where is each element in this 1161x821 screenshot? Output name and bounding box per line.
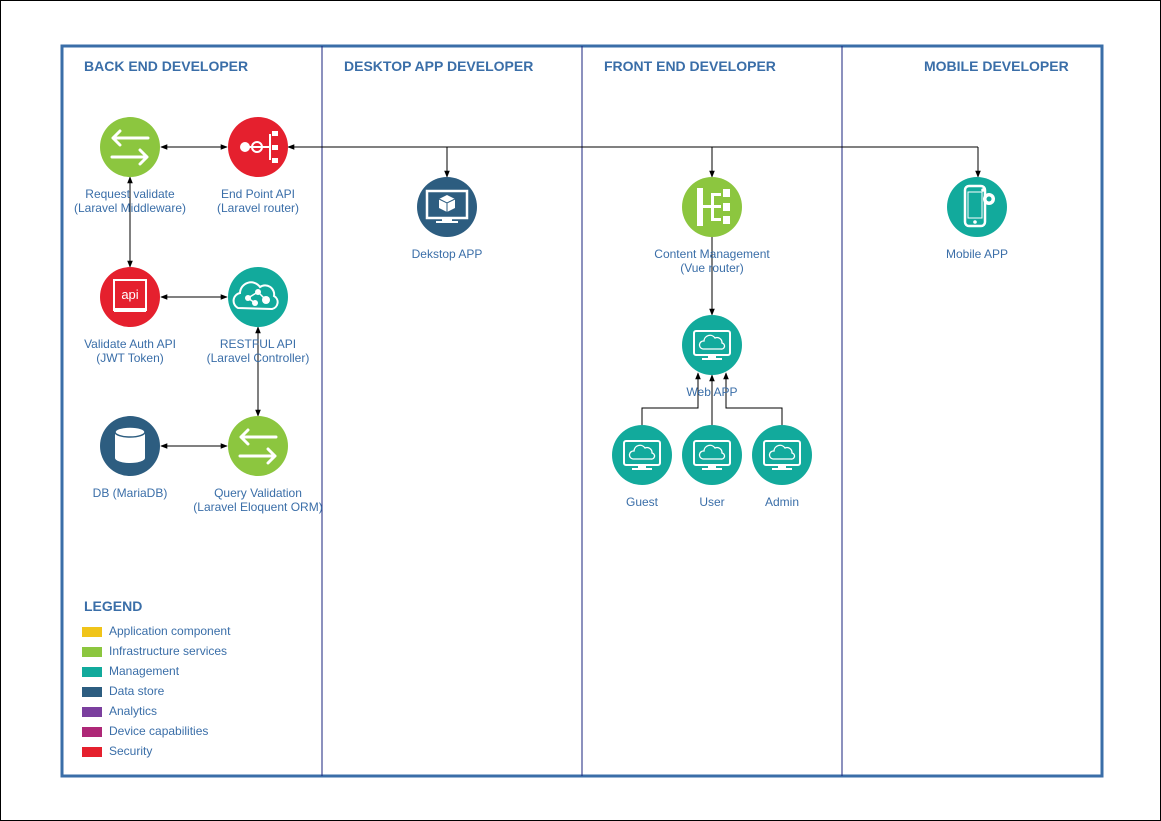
restful-api-node[interactable] — [228, 267, 288, 327]
legend-swatch — [82, 647, 102, 657]
legend-title: LEGEND — [84, 598, 143, 614]
request-validate-node[interactable] — [100, 117, 160, 177]
restful-api-label: RESTFUL API (Laravel Controller) — [178, 337, 338, 365]
nodes: api — [100, 117, 1007, 485]
validate-auth-api-node[interactable]: api — [100, 267, 160, 327]
mobile-gear-icon — [963, 184, 995, 228]
legend-swatch — [82, 747, 102, 757]
router-icon — [240, 131, 278, 163]
web-app-label: Web APP — [672, 385, 752, 399]
lane-title-front-end: FRONT END DEVELOPER — [604, 58, 776, 74]
admin-label-line1: Admin — [764, 495, 799, 509]
web-app-node[interactable] — [682, 315, 742, 375]
database-icon — [114, 426, 146, 463]
restful-api-label-line1: RESTFUL API — [219, 337, 297, 351]
arrows-exchange-icon — [110, 129, 150, 166]
legend-swatch — [82, 667, 102, 677]
legend-swatch — [82, 727, 102, 737]
hierarchy-icon — [697, 188, 730, 226]
restful-api-label-line2: (Laravel Controller) — [206, 351, 310, 365]
mobile-app-label: Mobile APP — [897, 247, 1057, 261]
validate-auth-api-label-line1: Validate Auth API — [84, 337, 176, 351]
connector-admin-webapp — [723, 372, 783, 425]
api-icon-text: api — [121, 287, 138, 302]
desktop-box-icon — [425, 189, 469, 223]
web-app-label-line1: Web APP — [686, 385, 738, 399]
guest-node[interactable] — [612, 425, 672, 485]
legend-swatch — [82, 627, 102, 637]
desktop-app-label-line1: Dekstop APP — [411, 247, 483, 261]
admin-label: Admin — [742, 495, 822, 509]
db-label: DB (MariaDB) — [50, 486, 210, 500]
guest-label: Guest — [602, 495, 682, 509]
legend-label: Analytics — [109, 704, 158, 718]
arrows-exchange-icon — [238, 428, 278, 465]
query-validation-label-line2: (Laravel Eloquent ORM) — [193, 500, 323, 514]
connector-guest-webapp — [641, 372, 701, 425]
cloud-monitor-icon — [693, 330, 731, 360]
legend-label: Infrastructure services — [109, 644, 228, 658]
end-point-api-label-line2: (Laravel router) — [216, 201, 300, 215]
db-label-line1: DB (MariaDB) — [92, 486, 168, 500]
guest-label-line1: Guest — [625, 495, 658, 509]
content-management-label-line2: (Vue router) — [680, 261, 744, 275]
cloud-monitor-icon — [623, 440, 661, 470]
db-node[interactable] — [100, 416, 160, 476]
connectors — [127, 144, 981, 449]
legend-label: Application component — [109, 624, 231, 638]
api-book-icon: api — [113, 279, 147, 312]
cloud-network-icon — [232, 281, 279, 311]
end-point-api-label-line1: End Point API — [220, 187, 296, 201]
mobile-app-label-line1: Mobile APP — [945, 247, 1009, 261]
validate-auth-api-label-line2: (JWT Token) — [96, 351, 164, 365]
content-management-label: Content Management (Vue router) — [632, 247, 792, 275]
query-validation-label-line1: Query Validation — [214, 486, 302, 500]
cloud-monitor-icon — [693, 440, 731, 470]
legend-label: Device capabilities — [109, 724, 209, 738]
user-label: User — [672, 495, 752, 509]
admin-node[interactable] — [752, 425, 812, 485]
content-management-node[interactable] — [682, 177, 742, 237]
desktop-app-label: Dekstop APP — [367, 247, 527, 261]
legend-label: Data store — [109, 684, 165, 698]
lane-title-desktop-app: DESKTOP APP DEVELOPER — [344, 58, 534, 74]
content-management-label-line1: Content Management — [654, 247, 770, 261]
query-validation-label: Query Validation (Laravel Eloquent ORM) — [178, 486, 338, 514]
request-validate-label-line1: Request validate — [85, 187, 175, 201]
legend-label: Management — [109, 664, 180, 678]
end-point-api-label: End Point API (Laravel router) — [178, 187, 338, 215]
desktop-app-node[interactable] — [417, 177, 477, 237]
mobile-app-node[interactable] — [947, 177, 1007, 237]
cloud-monitor-icon — [763, 440, 801, 470]
legend-swatch — [82, 687, 102, 697]
user-node[interactable] — [682, 425, 742, 485]
query-validation-node[interactable] — [228, 416, 288, 476]
lane-title-mobile: MOBILE DEVELOPER — [924, 58, 1069, 74]
legend-swatch — [82, 707, 102, 717]
legend-label: Security — [109, 744, 153, 758]
request-validate-label: Request validate (Laravel Middleware) — [50, 187, 210, 215]
lane-title-back-end: BACK END DEVELOPER — [84, 58, 249, 74]
end-point-api-node[interactable] — [228, 117, 288, 177]
user-label-line1: User — [699, 495, 725, 509]
request-validate-label-line2: (Laravel Middleware) — [73, 201, 187, 215]
validate-auth-api-label: Validate Auth API (JWT Token) — [50, 337, 210, 365]
